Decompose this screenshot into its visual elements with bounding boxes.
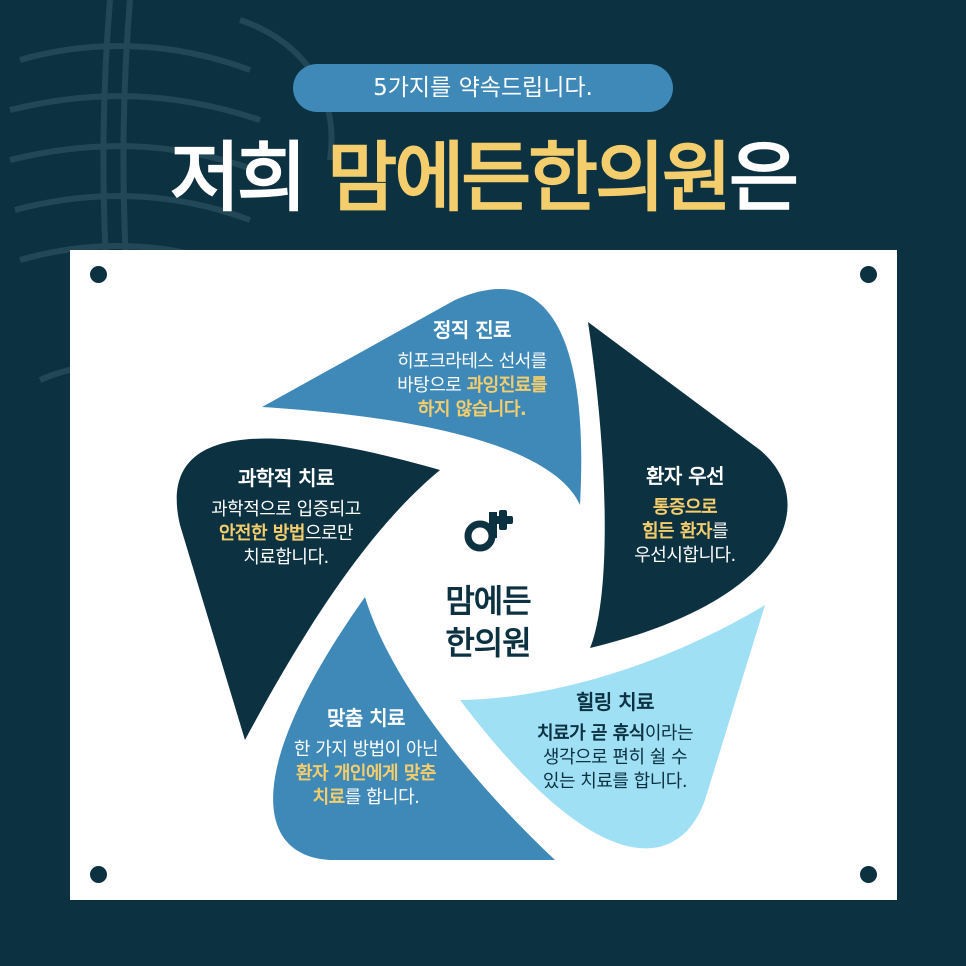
item-honest-title: 정직 진료 [432,318,512,342]
item-honest-line2: 바탕으로 과잉진료를 [372,374,572,398]
title-suffix: 은 [728,133,799,222]
item-custom: 맞춤 치료 한 가지 방법이 아닌 환자 개인에게 맞춘 치료를 합니다. [266,706,466,810]
item-custom-line1: 한 가지 방법이 아닌 [293,739,439,760]
petal-healing [460,605,765,849]
item-healing-line1: 치료가 곧 휴식이라는 [510,722,720,746]
item-healing: 힐링 치료 치료가 곧 휴식이라는 생각으로 편히 쉴 수 있는 치료를 합니다… [510,690,720,794]
petal-custom [273,597,555,860]
item-healing-line2: 생각으로 편히 쉴 수 [542,747,688,768]
item-healing-title: 힐링 치료 [575,690,655,714]
item-patient-line3: 우선시합니다. [634,545,736,566]
item-honest-highlight: 과잉진료를 [466,375,548,396]
item-science-line2: 안전한 방법으로만 [186,522,386,546]
item-custom-highlight: 치료 [312,787,346,808]
corner-pin [90,266,107,283]
item-healing-line3: 있는 치료를 합니다. [542,771,688,792]
clinic-plus-logo-icon [464,510,513,552]
item-patient-line2b: 를 [711,521,729,542]
petal-science [176,438,441,740]
item-science-line2b: 으로만 [304,523,354,544]
item-patient-line2: 힘든 환자를 [600,520,770,544]
center-name-line1: 맘에든 [445,582,531,620]
item-patient-title: 환자 우선 [645,464,725,488]
petal-patient [588,322,788,648]
corner-pin [860,866,877,883]
item-custom-title: 맞춤 치료 [326,706,406,730]
item-custom-line3: 치료를 합니다. [266,786,466,810]
item-patient: 환자 우선 통증으로 힘든 환자를 우선시합니다. [600,464,770,568]
item-science: 과학적 치료 과학적으로 입증되고 안전한 방법으로만 치료합니다. [186,466,386,570]
petal-honest [262,288,582,505]
item-healing-line1b: 이라는 [644,723,694,744]
center-name-line2: 한의원 [445,624,531,662]
item-science-line3: 치료합니다. [243,547,329,568]
item-honest-line2a: 바탕으로 [397,375,467,396]
item-healing-highlight: 치료가 곧 휴식 [536,723,645,744]
item-honest: 정직 진료 히포크라테스 선서를 바탕으로 과잉진료를 하지 않습니다. [372,318,572,422]
item-custom-line2: 환자 개인에게 맞춘 [295,763,437,784]
title-prefix: 저희 [170,133,328,222]
corner-pin [90,866,107,883]
title-brand: 맘에든한의원 [327,133,732,222]
item-science-title: 과학적 치료 [238,466,334,490]
item-science-line1: 과학적으로 입증되고 [211,499,361,520]
item-patient-highlight: 힘든 환자 [641,521,713,542]
item-honest-line1: 히포크라테스 선서를 [397,351,547,372]
item-honest-line3: 하지 않습니다. [417,399,527,420]
item-patient-line1: 통증으로 [652,497,718,518]
page-title: 저희 맘에든한의원은 [0,128,966,228]
center-clinic-name: 맘에든 한의원 [428,580,548,664]
promise-badge: 5가지를 약속드립니다. [293,64,673,112]
item-science-highlight: 안전한 방법 [218,523,306,544]
corner-pin [860,266,877,283]
item-custom-line3b: 를 합니다. [344,787,420,808]
